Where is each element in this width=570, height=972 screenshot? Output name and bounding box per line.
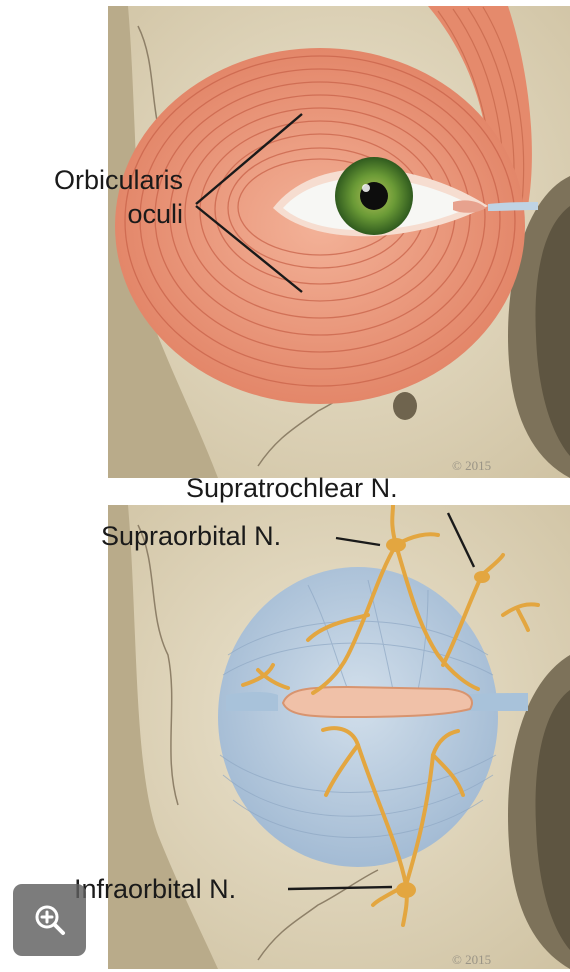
label-supratrochlear-nerve: Supratrochlear N. bbox=[186, 473, 398, 503]
skull-muscle-drawing bbox=[108, 6, 570, 478]
label-supraorbital-nerve: Supraorbital N. bbox=[101, 521, 281, 551]
label-orbicularis-line2: oculi bbox=[13, 199, 183, 229]
label-orbicularis-line1: Orbicularis bbox=[13, 165, 183, 195]
orbicularis-oculi-illustration bbox=[108, 6, 570, 478]
zoom-button[interactable] bbox=[13, 884, 86, 956]
copyright-top: © 2015 bbox=[452, 458, 491, 474]
copyright-bottom: © 2015 bbox=[452, 952, 491, 968]
zoom-in-icon bbox=[33, 903, 67, 937]
label-infraorbital-nerve: Infraorbital N. bbox=[74, 874, 236, 904]
